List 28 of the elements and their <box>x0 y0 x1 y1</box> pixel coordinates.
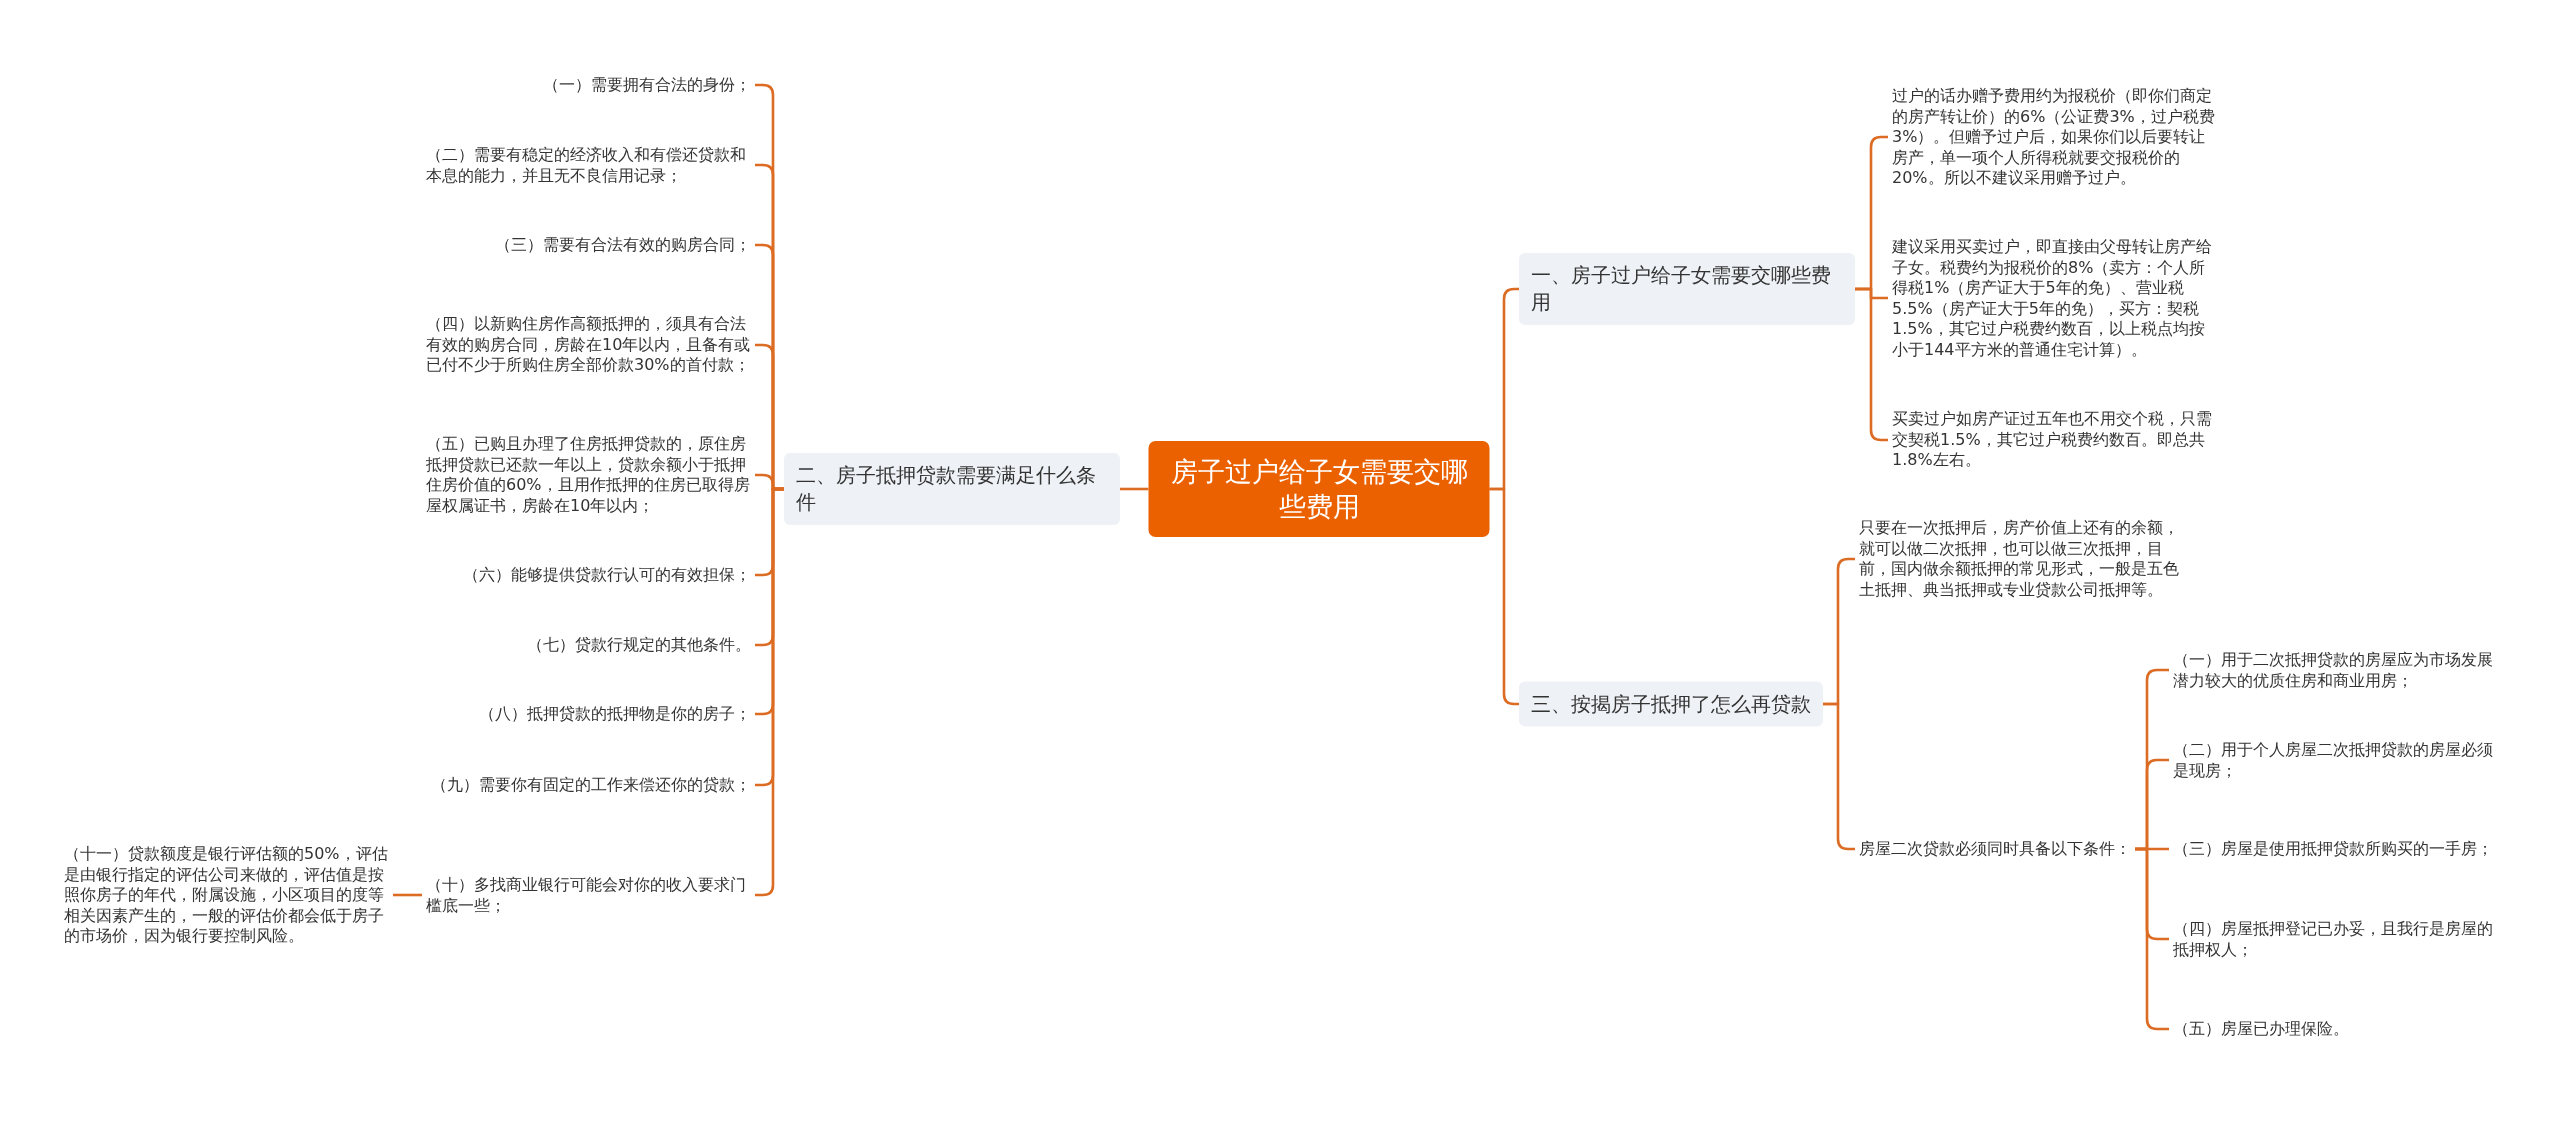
subtopic-text: （一）用于二次抵押贷款的房屋应为市场发展潜力较大的优质住房和商业用房； <box>2169 647 2502 693</box>
central-topic-box: 房子过户给子女需要交哪些费用 <box>1148 441 1490 537</box>
branch-topic-box: 一、房子过户给子女需要交哪些费用 <box>1519 253 1855 325</box>
subtopic-text: （三）需要有合法有效的购房合同； <box>491 232 755 258</box>
subtopic-text: （三）房屋是使用抵押贷款所购买的一手房； <box>2169 836 2497 862</box>
connector-line <box>755 487 784 897</box>
subtopic-text: （二）需要有稳定的经济收入和有偿还贷款和本息的能力，并且无不良信用记录； <box>422 142 755 188</box>
branch-topic-box: 二、房子抵押贷款需要满足什么条件 <box>784 453 1120 525</box>
subtopic-text: （一）需要拥有合法的身份； <box>539 72 755 98</box>
subtopic-text: 过户的话办赠予费用约为报税价（即你们商定的房产转让价）的6%（公证费3%，过户税费3%）。但赠予过户后，如果你们以后要转让房产，单一项个人所得税就要交报税价的20%。所以不建议采用赠予过户。 <box>1888 83 2221 191</box>
subtopic-text: （十）多找商业银行可能会对你的收入要求门槛底一些； <box>422 872 755 918</box>
subtopic-text: （五）房屋已办理保险。 <box>2169 1016 2353 1042</box>
subtopic-text: （六）能够提供贷款行认可的有效担保； <box>459 562 755 588</box>
subtopic-text: 建议采用买卖过户，即直接由父母转让房产给子女。税费约为报税价的8%（卖方：个人所得税1%（房产证大于5年的免）、营业税5.5%（房产证大于5年的免），买方：契税1.5%，其它过户税费约数百，以上税点均按小于144平方米的普通住宅计算）。 <box>1888 234 2221 362</box>
subtopic-text: （十一）贷款额度是银行评估额的50%，评估是由银行指定的评估公司来做的，评估值是按照你房子的年代，附属设施，小区项目的度等相关因素产生的，一般的评估价都会低于房子的市场价，因为银行要控制风险。 <box>60 841 393 949</box>
subtopic-text: （八）抵押贷款的抵押物是你的房子； <box>475 701 755 727</box>
branch-topic-box: 三、按揭房子抵押了怎么再贷款 <box>1519 681 1823 727</box>
subtopic-text: 只要在一次抵押后，房产价值上还有的余额，就可以做二次抵押，也可以做三次抵押，目前，国内做余额抵押的常见形式，一般是五色土抵押、典当抵押或专业贷款公司抵押等。 <box>1855 516 2188 602</box>
subtopic-text: 买卖过户如房产证过五年也不用交个税，只需交契税1.5%，其它过户税费约数百。即总共1.8%左右。 <box>1888 407 2221 473</box>
connector-line <box>1120 487 1149 491</box>
subtopic-text: （九）需要你有固定的工作来偿还你的贷款； <box>427 772 755 798</box>
subtopic-text: （二）用于个人房屋二次抵押贷款的房屋必须是现房； <box>2169 737 2502 783</box>
subtopic-text: （五）已购且办理了住房抵押贷款的，原住房抵押贷款已还款一年以上，贷款余额小于抵押住房价值的60%，且用作抵押的住房已取得房屋权属证书，房龄在10年以内； <box>422 432 755 518</box>
subtopic-text: 房屋二次贷款必须同时具备以下条件： <box>1855 836 2135 862</box>
connector-line <box>393 893 422 897</box>
subtopic-text: （四）房屋抵押登记已办妥，且我行是房屋的抵押权人； <box>2169 916 2502 962</box>
subtopic-text: （七）贷款行规定的其他条件。 <box>523 632 755 658</box>
subtopic-text: （四）以新购住房作高额抵押的，须具有合法有效的购房合同，房龄在10年以内，且备有或已付不少于所购住房全部价款30%的首付款； <box>422 312 755 378</box>
